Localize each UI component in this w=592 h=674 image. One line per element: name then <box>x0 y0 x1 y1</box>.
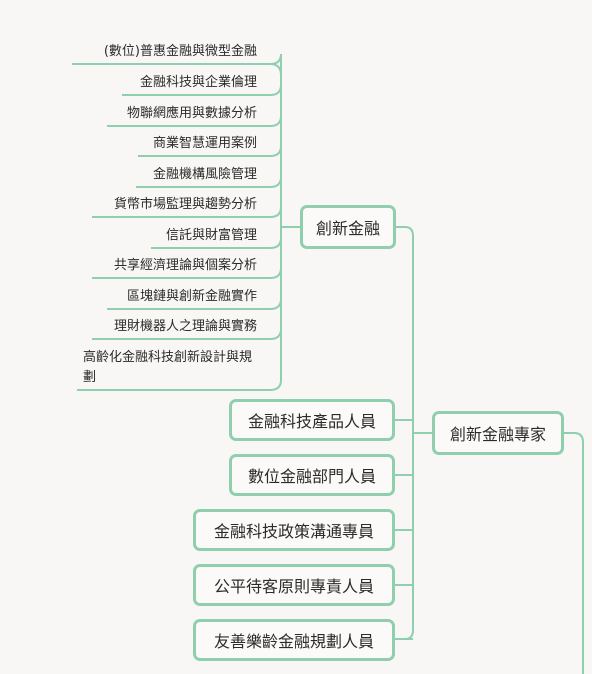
course-inclusive-finance: (數位)普惠金融與微型金融 <box>103 44 257 59</box>
node-innovative-finance[interactable]: 創新金融 <box>300 205 396 249</box>
course-trust-wealth: 信託與財富管理 <box>165 228 257 243</box>
course-robo-advisor: 理財機器人之理論與實務 <box>113 319 257 334</box>
role-fair-treatment-officer[interactable]: 公平待客原則專責人員 <box>193 564 395 606</box>
root-trunk-line <box>564 432 584 674</box>
course-sharing-economy: 共享經濟理論與個案分析 <box>113 258 257 273</box>
course-bus-top <box>269 63 282 76</box>
role-digital-finance-staff[interactable]: 數位金融部門人員 <box>229 454 395 496</box>
course-risk-management: 金融機構風險管理 <box>152 167 257 182</box>
course-iot-data-analysis: 物聯網應用與數據分析 <box>126 106 257 121</box>
course-blockchain: 區塊鏈與創新金融實作 <box>126 289 257 304</box>
course-aging-fintech-design: 高齡化金融科技創新設計與規劃 <box>83 350 253 385</box>
roles-bus-line <box>396 226 414 640</box>
role-fintech-policy-communicator[interactable]: 金融科技政策溝通專員 <box>193 509 395 551</box>
course-fintech-ethics: 金融科技與企業倫理 <box>139 75 257 90</box>
course-business-intelligence: 商業智慧運用案例 <box>152 136 257 151</box>
node-root-innovative-finance-expert[interactable]: 創新金融專家 <box>432 411 564 455</box>
role-senior-friendly-planner[interactable]: 友善樂齡金融規劃人員 <box>193 619 395 661</box>
course-money-market-regulation: 貨幣市場監理與趨勢分析 <box>113 197 257 212</box>
course-underline-10 <box>77 379 282 391</box>
role-fintech-product-staff[interactable]: 金融科技產品人員 <box>229 399 395 441</box>
